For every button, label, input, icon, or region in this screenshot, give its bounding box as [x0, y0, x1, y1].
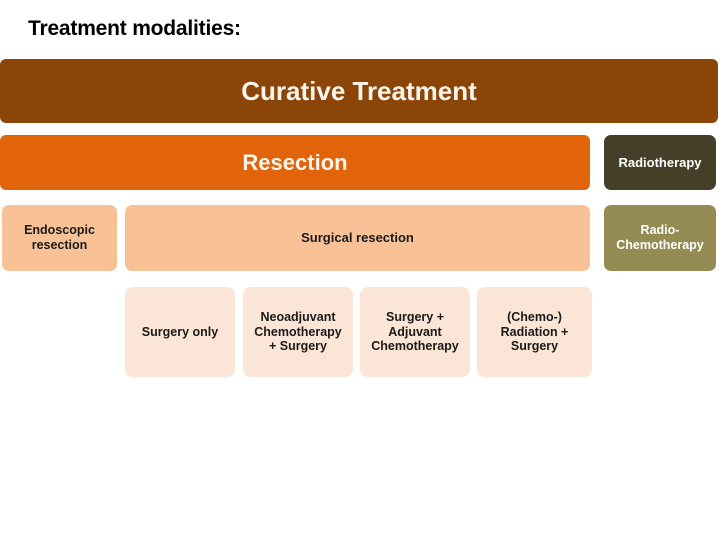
endoscopic-resection-line-1: Endoscopic	[24, 223, 95, 238]
treatment-option-label: Surgery + Adjuvant Chemotherapy	[371, 310, 459, 354]
page-title: Treatment modalities:	[28, 17, 241, 40]
treatment-option-line-3: Surgery	[510, 339, 559, 354]
curative-treatment-label: Curative Treatment	[241, 75, 477, 106]
treatment-option-line-2: Chemotherapy	[254, 324, 342, 339]
radio-chemotherapy-line-1: Radio-	[640, 223, 680, 238]
treatment-option-label: Surgery only	[142, 325, 218, 340]
radio-chemotherapy-box[interactable]: Radio- Chemotherapy	[604, 205, 716, 271]
treatment-option-box[interactable]: Neoadjuvant Chemotherapy + Surgery	[243, 287, 353, 377]
treatment-option-line-2: Adjuvant	[388, 324, 442, 339]
treatment-option-line-2: Radiation +	[500, 324, 569, 339]
radiotherapy-label: Radiotherapy	[618, 154, 702, 170]
treatment-option-line-3: + Surgery	[268, 339, 327, 354]
treatment-option-line-3: Chemotherapy	[371, 339, 459, 354]
endoscopic-resection-label: Endoscopic resection	[24, 223, 95, 253]
radiotherapy-box[interactable]: Radiotherapy	[604, 135, 716, 190]
endoscopic-resection-line-2: resection	[31, 238, 88, 252]
resection-bar[interactable]: Resection	[0, 135, 590, 190]
treatment-option-box[interactable]: Surgery + Adjuvant Chemotherapy	[360, 287, 470, 377]
treatment-option-line-1: Neoadjuvant	[260, 309, 336, 324]
resection-label: Resection	[242, 149, 348, 175]
treatment-option-line-1: Surgery +	[385, 309, 444, 324]
treatment-option-label: Neoadjuvant Chemotherapy + Surgery	[254, 310, 342, 354]
radio-chemotherapy-label: Radio- Chemotherapy	[616, 223, 704, 253]
surgical-resection-label: Surgical resection	[301, 230, 414, 246]
treatment-option-box[interactable]: (Chemo-) Radiation + Surgery	[477, 287, 592, 377]
surgical-resection-box[interactable]: Surgical resection	[125, 205, 590, 271]
treatment-option-label: (Chemo-) Radiation + Surgery	[501, 310, 569, 354]
curative-treatment-bar[interactable]: Curative Treatment	[0, 59, 718, 123]
treatment-option-line-1: (Chemo-)	[507, 309, 562, 324]
radio-chemotherapy-line-2: Chemotherapy	[616, 238, 704, 252]
treatment-option-box[interactable]: Surgery only	[125, 287, 235, 377]
treatment-option-line-1: Surgery only	[141, 324, 219, 339]
endoscopic-resection-box[interactable]: Endoscopic resection	[2, 205, 117, 271]
